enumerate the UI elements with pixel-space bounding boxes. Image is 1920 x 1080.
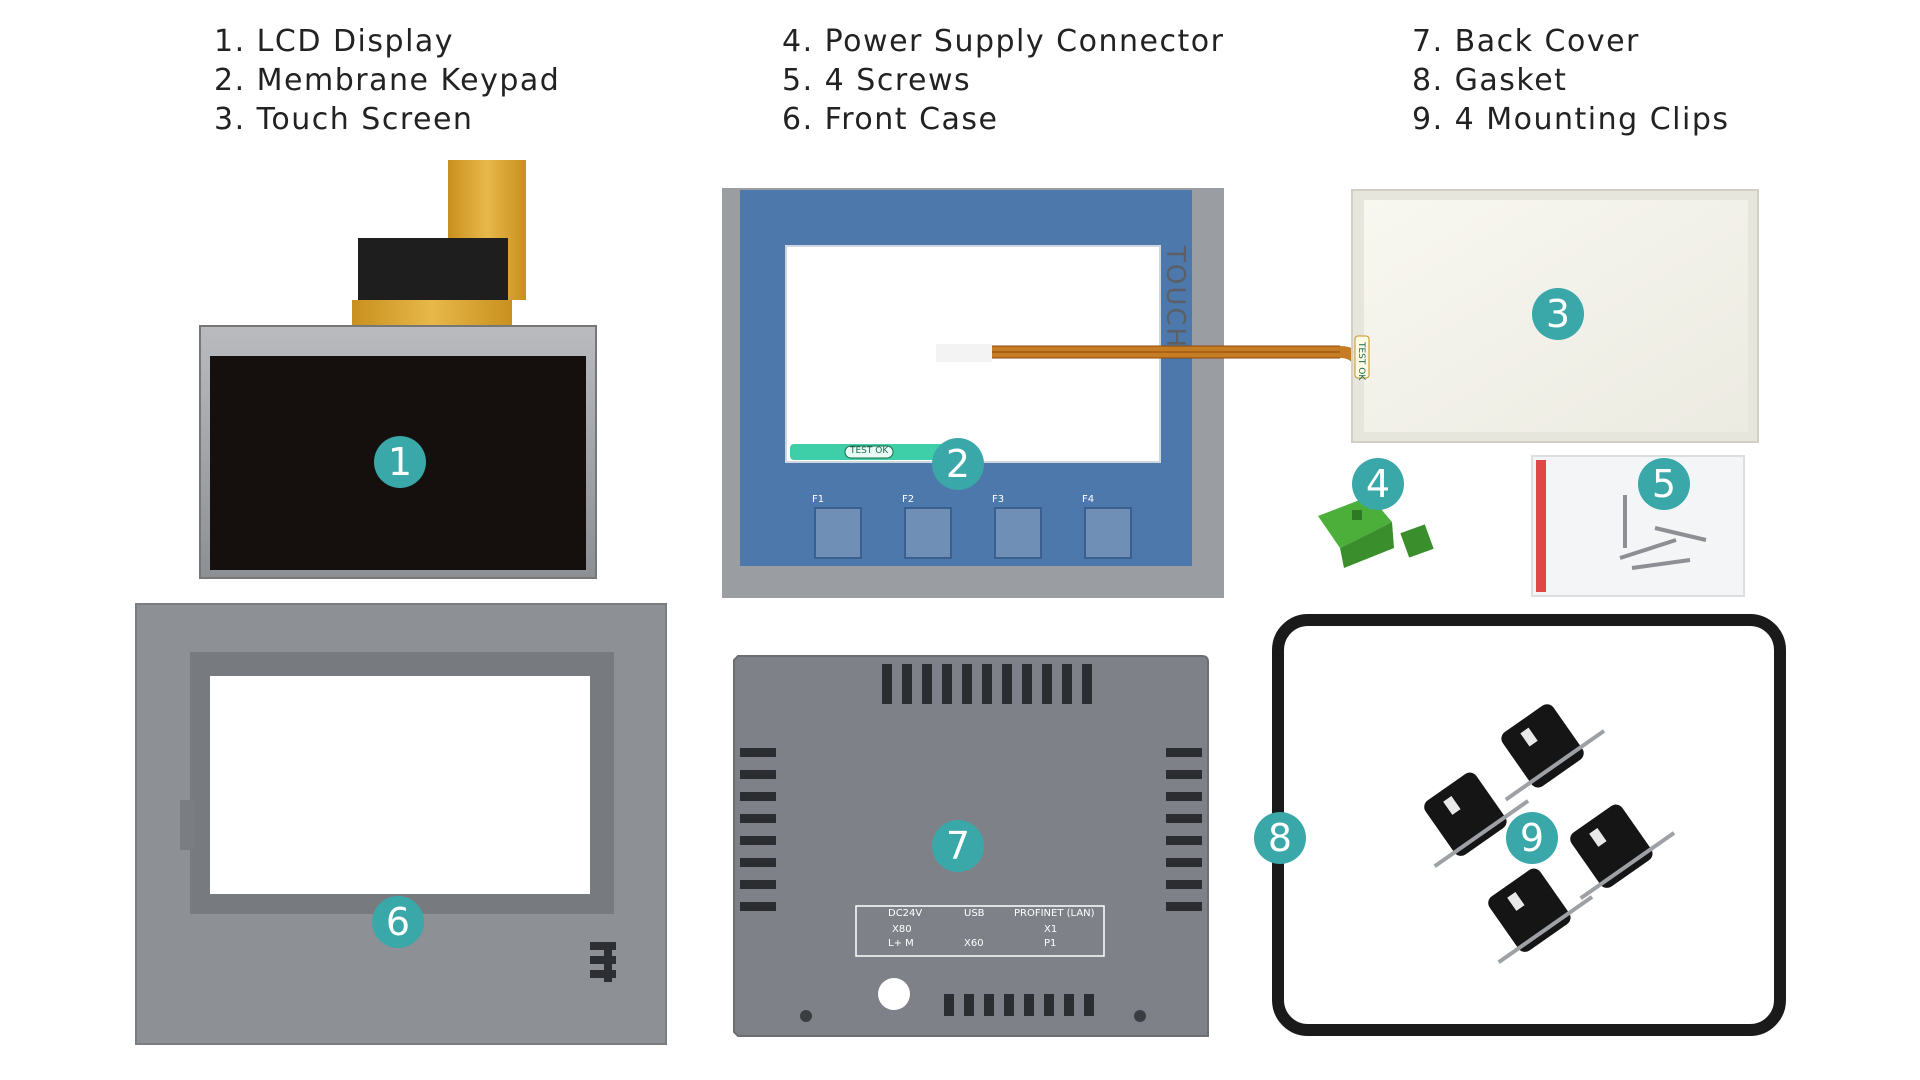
part-number-badge-2: 2: [932, 438, 984, 490]
legend-item-back-cover: 7. Back Cover: [1412, 24, 1640, 59]
function-key-label: F1: [812, 494, 825, 505]
legend-column-1: 1. LCD Display 2. Membrane Keypad 3. Tou…: [214, 22, 560, 139]
port-label: X60: [964, 938, 984, 949]
membrane-keypad-part: [722, 188, 1368, 598]
legend-column-3: 7. Back Cover 8. Gasket 9. 4 Mounting Cl…: [1412, 22, 1730, 139]
legend-item-gasket: 8. Gasket: [1412, 63, 1568, 98]
function-key-label: F2: [902, 494, 915, 505]
function-key-label: F4: [1082, 494, 1095, 505]
part-number-badge-3: 3: [1532, 288, 1584, 340]
port-label: USB: [964, 908, 985, 919]
port-label: L+ M: [888, 938, 914, 949]
legend-column-2: 4. Power Supply Connector 5. 4 Screws 6.…: [782, 22, 1224, 139]
touch-screen-test-tag: TEST OK: [1356, 342, 1366, 381]
part-number-badge-7: 7: [932, 820, 984, 872]
part-number-badge-6: 6: [372, 896, 424, 948]
lcd-display-part: [199, 160, 597, 579]
legend-item-front-case: 6. Front Case: [782, 102, 999, 137]
port-label: P1: [1044, 938, 1057, 949]
function-key-label: F3: [992, 494, 1005, 505]
port-label: PROFINET (LAN): [1014, 908, 1095, 919]
part-number-badge-1: 1: [374, 436, 426, 488]
port-label: DC24V: [888, 908, 923, 919]
port-label: X1: [1044, 924, 1058, 935]
legend-item-touch-screen: 3. Touch Screen: [214, 102, 474, 137]
legend-item-lcd-display: 1. LCD Display: [214, 24, 455, 59]
keypad-touch-text: TOUCH: [1160, 246, 1190, 350]
part-number-badge-8: 8: [1254, 812, 1306, 864]
legend-item-power-connector: 4. Power Supply Connector: [782, 24, 1225, 59]
mounting-clips-part: [1424, 704, 1676, 964]
front-case-part: [135, 603, 667, 1045]
legend-item-screws: 5. 4 Screws: [782, 63, 972, 98]
port-label: X80: [892, 924, 912, 935]
legend-item-membrane-keypad: 2. Membrane Keypad: [214, 63, 561, 98]
part-number-badge-9: 9: [1506, 812, 1558, 864]
part-number-badge-5: 5: [1638, 458, 1690, 510]
legend-item-mounting-clips: 9. 4 Mounting Clips: [1412, 102, 1730, 137]
keypad-test-tag: TEST OK: [850, 446, 889, 456]
part-number-badge-4: 4: [1352, 458, 1404, 510]
